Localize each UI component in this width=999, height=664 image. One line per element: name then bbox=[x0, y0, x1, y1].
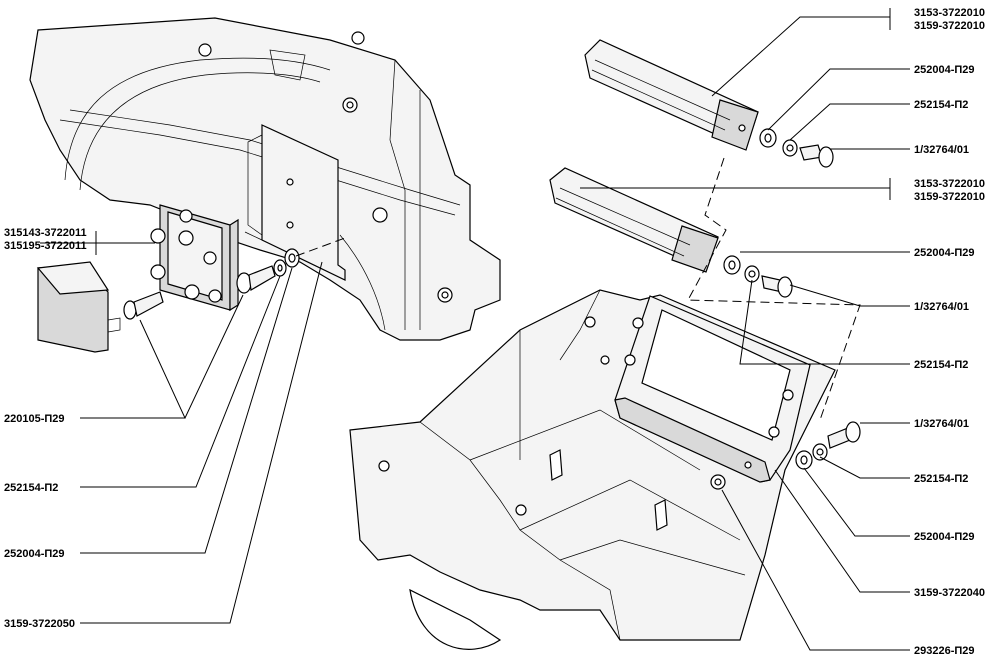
middle-connector bbox=[549, 167, 719, 273]
low-fastener-group bbox=[795, 421, 861, 470]
middle-fastener-group bbox=[723, 255, 793, 298]
relay-block bbox=[150, 204, 239, 312]
lock-washer bbox=[710, 474, 726, 490]
label-washer-spring-top: 252154-П2 bbox=[914, 99, 968, 111]
left-mounting-bracket bbox=[244, 124, 346, 281]
label-bolt-left: 220105-П29 bbox=[4, 413, 65, 425]
right-bolt-left-group bbox=[236, 248, 300, 294]
top-connector bbox=[584, 39, 759, 151]
label-bracket-left: 3159-3722050 bbox=[4, 618, 75, 630]
label-washer-spring-low: 252154-П2 bbox=[914, 473, 968, 485]
label-connector-mid-b: 3159-3722010 bbox=[914, 191, 985, 203]
label-connector-top-b: 3159-3722010 bbox=[914, 20, 985, 32]
label-washer-flat-top: 252004-П29 bbox=[914, 64, 975, 76]
right-connector-bracket bbox=[614, 295, 811, 483]
left-axis-line bbox=[295, 237, 346, 257]
label-relay-block-a: 315143-3722011 bbox=[4, 227, 87, 239]
right-assembly-envelope bbox=[687, 157, 861, 421]
label-washer-flat-low: 252004-П29 bbox=[914, 531, 975, 543]
label-washer-spring-mid: 252154-П2 bbox=[914, 359, 968, 371]
label-washer-flat-mid: 252004-П29 bbox=[914, 247, 975, 259]
leader-lines bbox=[40, 8, 910, 651]
label-connector-top-a: 3153-3722010 bbox=[914, 7, 985, 19]
label-connector-mid-a: 3153-3722010 bbox=[914, 178, 985, 190]
label-screw-mid: 1/32764/01 bbox=[914, 301, 969, 313]
top-fastener-group bbox=[759, 128, 834, 168]
label-bracket-right: 3159-3722040 bbox=[914, 587, 985, 599]
label-lock-washer: 293226-П29 bbox=[914, 645, 975, 657]
label-screw-top: 1/32764/01 bbox=[914, 144, 969, 156]
label-washer-flat-left: 252004-П29 bbox=[4, 548, 65, 560]
label-washer-spring-left: 252154-П2 bbox=[4, 482, 58, 494]
label-relay-block-b: 315195-3722011 bbox=[4, 240, 87, 252]
relay-cover-cap bbox=[36, 261, 121, 353]
label-screw-low: 1/32764/01 bbox=[914, 418, 969, 430]
left-bolt bbox=[123, 291, 164, 320]
part-labels: 3153-3722010 3159-3722010 252004-П29 252… bbox=[4, 7, 985, 657]
